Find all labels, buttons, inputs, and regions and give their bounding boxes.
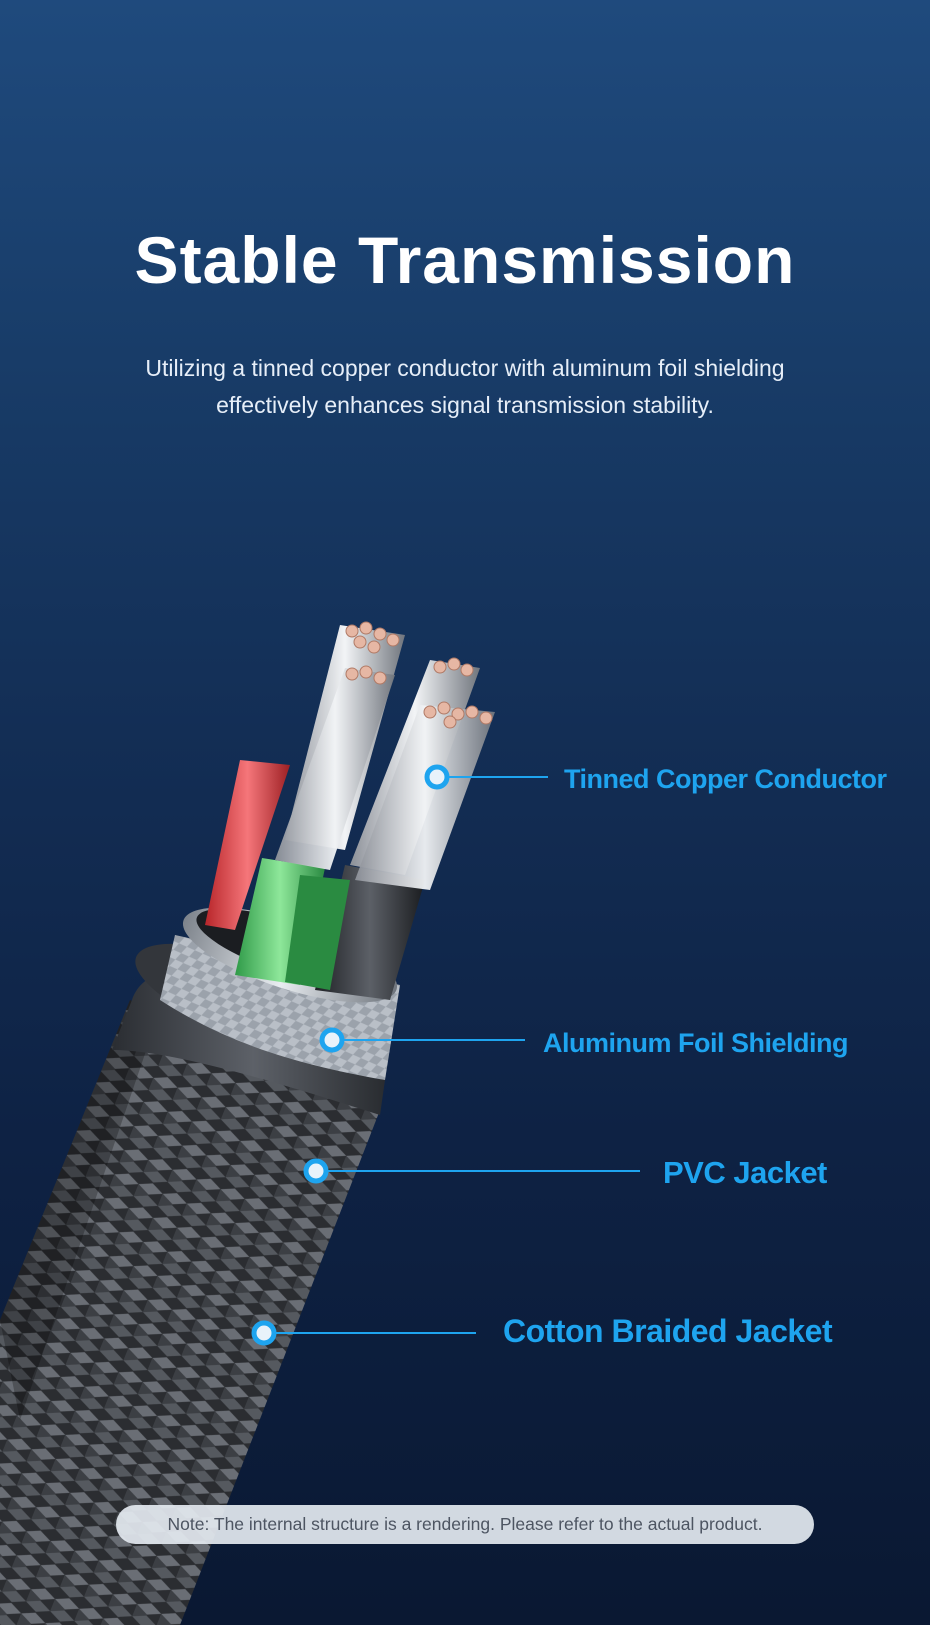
callout-label-conductor: Tinned Copper Conductor	[564, 764, 887, 794]
callout-label-braided-jacket: Cotton Braided Jacket	[503, 1313, 833, 1349]
callout-label-pvc-jacket: PVC Jacket	[663, 1155, 827, 1190]
page-subtitle: Utilizing a tinned copper conductor with…	[60, 350, 870, 424]
callout-marker-conductor	[424, 764, 450, 790]
page-title: Stable Transmission	[134, 223, 796, 297]
rendering-note: Note: The internal structure is a render…	[116, 1505, 814, 1544]
callout-marker-foil	[319, 1027, 345, 1053]
callout-label-foil-shielding: Aluminum Foil Shielding	[543, 1028, 849, 1058]
rendering-note-text: Note: The internal structure is a render…	[167, 1514, 763, 1534]
callout-marker-pvc	[303, 1158, 329, 1184]
subtitle-line-1: Utilizing a tinned copper conductor with…	[145, 355, 785, 381]
cable-cross-section-illustration	[0, 621, 640, 1625]
callout-marker-braid	[251, 1320, 277, 1346]
subtitle-line-2: effectively enhances signal transmission…	[216, 392, 714, 418]
